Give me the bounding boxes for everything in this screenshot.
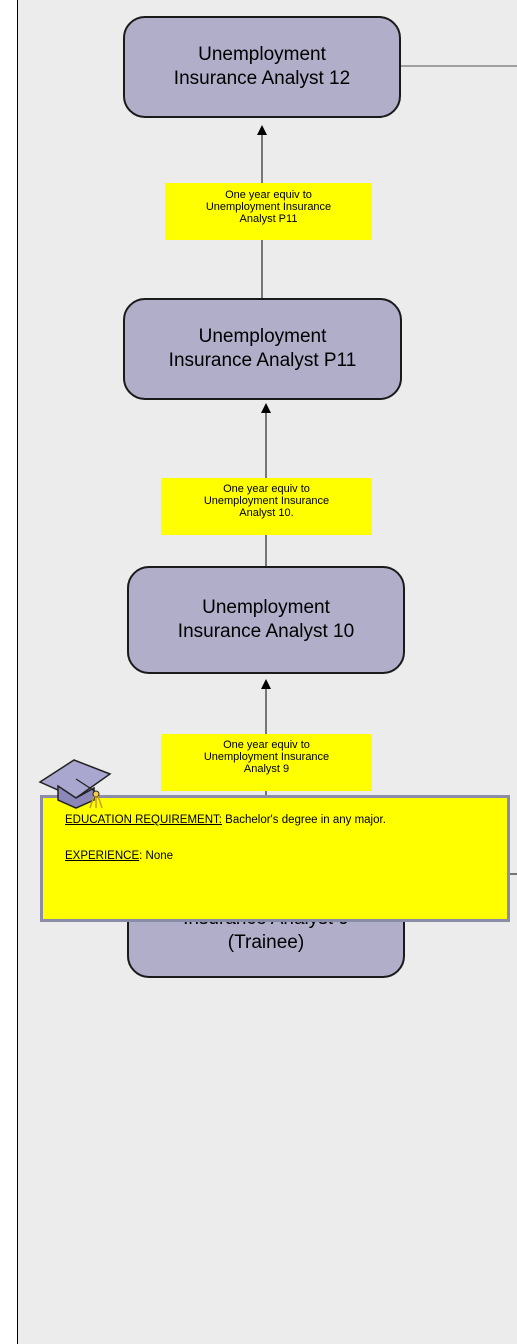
experience-requirement: EXPERIENCE: None: [65, 850, 487, 862]
education-label: EDUCATION REQUIREMENT:: [65, 814, 222, 826]
node-analyst-10: Unemployment Insurance Analyst 10: [127, 566, 405, 674]
education-value: Bachelor's degree in any major.: [221, 814, 386, 826]
graduation-cap-icon: [38, 759, 112, 809]
node-analyst-p11: Unemployment Insurance Analyst P11: [123, 298, 402, 400]
education-requirement: EDUCATION REQUIREMENT: Bachelor's degree…: [65, 814, 487, 826]
note-9-requirement: One year equiv to Unemployment Insurance…: [161, 734, 372, 791]
experience-value: : None: [139, 850, 174, 862]
requirements-box: EDUCATION REQUIREMENT: Bachelor's degree…: [40, 795, 510, 922]
experience-label: EXPERIENCE: [65, 850, 140, 862]
note-10-requirement: One year equiv to Unemployment Insurance…: [161, 478, 372, 535]
note-p11-requirement: One year equiv to Unemployment Insurance…: [165, 183, 372, 240]
node-analyst-12: Unemployment Insurance Analyst 12: [123, 16, 401, 118]
